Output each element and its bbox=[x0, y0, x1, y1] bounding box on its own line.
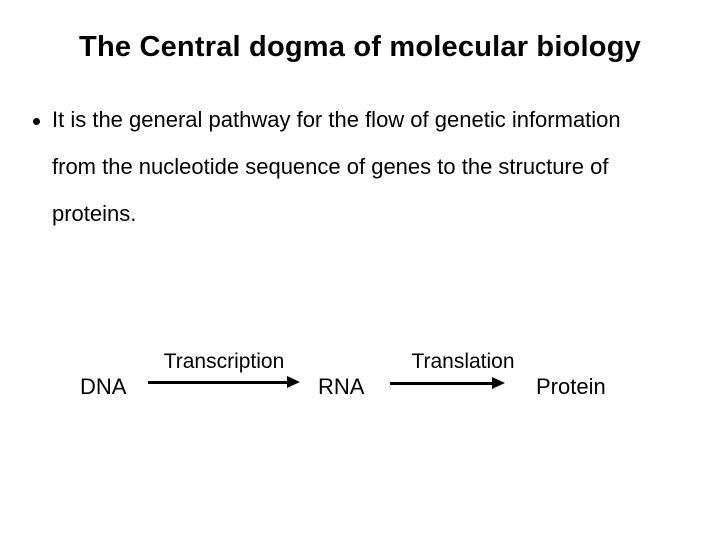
diagram-node-protein: Protein bbox=[536, 374, 606, 399]
bullet-line: It is the general pathway for the flow o… bbox=[52, 107, 621, 132]
transcription-arrow-line bbox=[148, 381, 289, 384]
diagram-arrow-label-transcription: Transcription bbox=[163, 350, 285, 373]
translation-arrow-head-icon bbox=[492, 377, 505, 389]
bullet-marker-icon bbox=[33, 118, 40, 125]
bullet-line: proteins. bbox=[52, 201, 137, 226]
translation-arrow-line bbox=[390, 382, 493, 385]
bullet-paragraph: It is the general pathway for the flow o… bbox=[52, 96, 697, 237]
transcription-arrow-head-icon bbox=[287, 376, 300, 388]
diagram-node-dna: DNA bbox=[80, 374, 127, 399]
diagram-arrow-label-translation: Translation bbox=[411, 350, 515, 373]
bullet-line: from the nucleotide sequence of genes to… bbox=[52, 154, 609, 179]
slide-title: The Central dogma of molecular biology bbox=[79, 31, 641, 63]
diagram-node-rna: RNA bbox=[318, 374, 365, 399]
